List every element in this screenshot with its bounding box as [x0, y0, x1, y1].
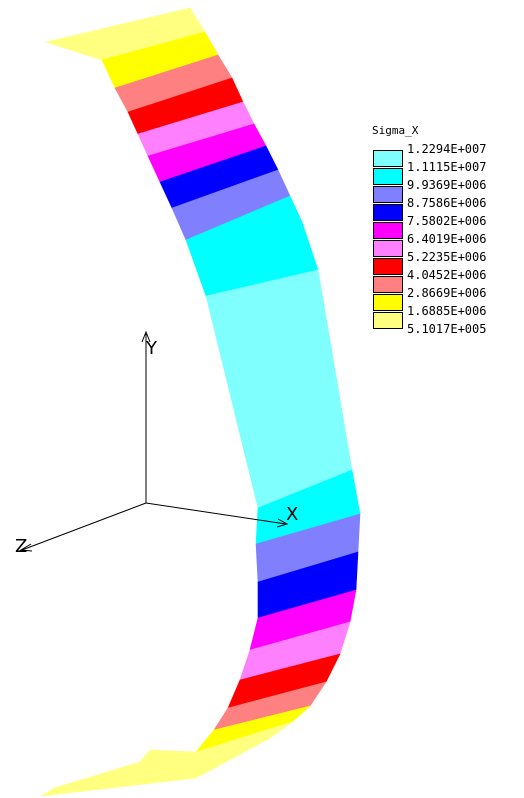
legend-swatch	[373, 312, 403, 329]
stress-contour-shell	[41, 7, 361, 797]
legend-row: 2.8669E+006	[372, 286, 522, 311]
legend-swatch	[373, 240, 403, 257]
x-axis-line	[145, 502, 287, 525]
coordinate-axes: Y X Z	[15, 330, 298, 557]
legend-rows: 1.2294E+007 1.1115E+007 9.9369E+006 8.7586E…	[372, 142, 522, 340]
legend-row: 9.9369E+006	[372, 178, 522, 203]
legend-title: Sigma_X	[372, 124, 419, 137]
z-axis-label: Z	[15, 536, 27, 557]
contour-band	[205, 269, 353, 509]
legend-row: 1.1115E+007	[372, 160, 522, 185]
legend-swatch	[373, 258, 403, 275]
legend-row: 7.5802E+006	[372, 214, 522, 239]
legend-swatch	[373, 276, 403, 293]
legend-swatch	[373, 150, 403, 167]
legend-row: 8.7586E+006	[372, 196, 522, 221]
legend-value-label: 6.4019E+006	[407, 232, 487, 246]
legend-value-label: 1.6885E+006	[407, 304, 487, 318]
legend-row: 4.0452E+006	[372, 268, 522, 293]
legend-swatch	[373, 186, 403, 203]
legend-value-label: 8.7586E+006	[407, 196, 487, 210]
legend-swatch	[373, 294, 403, 311]
y-axis-arrowhead	[141, 330, 151, 343]
x-axis-label: X	[286, 504, 298, 525]
legend-swatch	[373, 222, 403, 239]
legend-value-label: 5.1017E+005	[407, 322, 487, 336]
legend-row: 6.4019E+006	[372, 232, 522, 257]
y-axis-label: Y	[145, 338, 158, 359]
legend-value-label: 1.1115E+007	[407, 160, 487, 174]
legend-row: 1.6885E+006	[372, 304, 522, 329]
legend-value-label: 4.0452E+006	[407, 268, 487, 282]
legend-value-label: 2.8669E+006	[407, 286, 487, 300]
legend-value-label: 1.2294E+007	[407, 142, 487, 156]
legend-value-label: 5.2235E+006	[407, 250, 487, 264]
contour-legend: Sigma_X 1.2294E+007 1.1115E+007 9.9369E+00…	[372, 124, 522, 340]
legend-value-label: 9.9369E+006	[407, 178, 487, 192]
legend-swatch	[373, 204, 403, 221]
z-axis-line	[21, 502, 147, 551]
contour-band	[41, 721, 293, 797]
legend-swatch	[373, 168, 403, 185]
legend-row: 5.2235E+006	[372, 250, 522, 275]
z-axis-arrowhead	[19, 543, 33, 552]
legend-value-label: 7.5802E+006	[407, 214, 487, 228]
x-axis-arrowhead	[276, 518, 289, 528]
legend-row: 1.2294E+007	[372, 142, 522, 167]
legend-row: 5.1017E+005	[372, 322, 522, 340]
